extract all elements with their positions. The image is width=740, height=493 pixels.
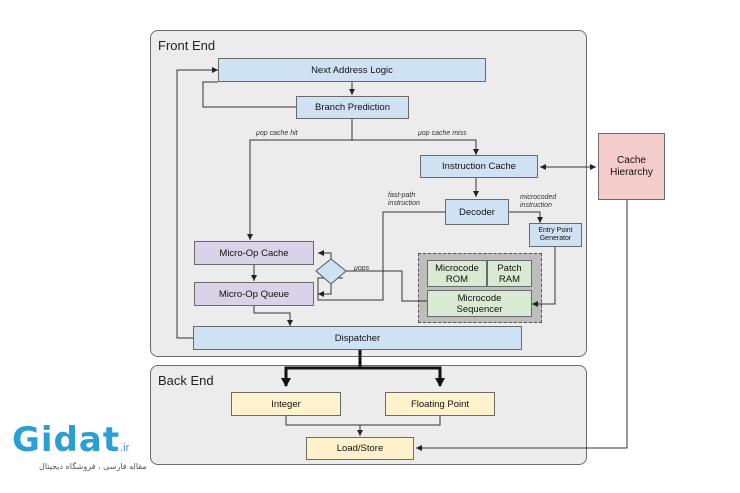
watermark-tagline: مقاله فارسی ، فروشگاه دیجیتال bbox=[39, 462, 147, 471]
decoder-box: Decoder bbox=[445, 199, 509, 225]
floating-point-box: Floating Point bbox=[385, 392, 495, 416]
microcoded-note: microcoded instruction bbox=[520, 194, 557, 209]
watermark-logo: Gidat.ir مقاله فارسی ، فروشگاه دیجیتال bbox=[12, 420, 147, 471]
branch-prediction-box: Branch Prediction bbox=[296, 96, 409, 119]
fast-path-note: fast-path instruction bbox=[388, 192, 420, 207]
instruction-cache-box: Instruction Cache bbox=[420, 155, 538, 178]
patch-ram-box: Patch RAM bbox=[487, 260, 532, 287]
cache-hierarchy-box: Cache Hierarchy bbox=[598, 133, 665, 200]
micro-op-queue-box: Micro-Op Queue bbox=[194, 282, 314, 306]
uop-cache-miss-note: μop cache miss bbox=[418, 130, 467, 137]
uops-note: μops bbox=[354, 265, 370, 272]
microcode-rom-box: Microcode ROM bbox=[427, 260, 487, 287]
back-end-title: Back End bbox=[158, 373, 214, 388]
uops-merge-diamond bbox=[315, 258, 347, 285]
watermark-tld: .ir bbox=[120, 442, 130, 454]
micro-op-cache-box: Micro-Op Cache bbox=[194, 241, 314, 265]
next-address-logic-box: Next Address Logic bbox=[218, 58, 486, 82]
microcode-sequencer-box: Microcode Sequencer bbox=[427, 290, 532, 317]
uop-cache-hit-note: μop cache hit bbox=[256, 130, 298, 137]
entry-point-generator-box: Entry Point Generator bbox=[529, 223, 582, 247]
watermark-brand: Gidat bbox=[12, 420, 121, 460]
dispatcher-box: Dispatcher bbox=[193, 326, 522, 350]
integer-box: Integer bbox=[231, 392, 341, 416]
load-store-box: Load/Store bbox=[306, 437, 414, 460]
front-end-title: Front End bbox=[158, 38, 216, 53]
